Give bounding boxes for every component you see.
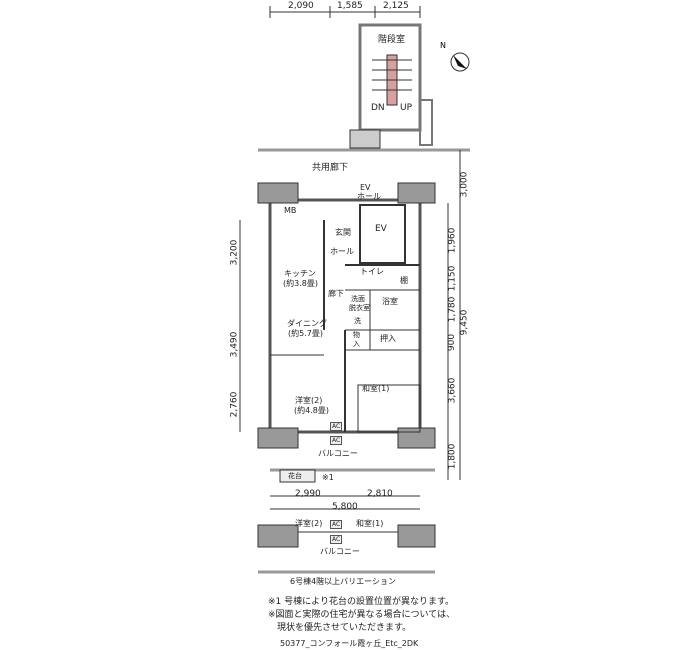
dim-left-1: 3,200 [229, 239, 240, 266]
dim-total-depth: 9,450 [459, 309, 470, 336]
dim-right-3: 1,150 [447, 265, 458, 292]
dim-bottom-1: 2,990 [295, 489, 321, 499]
dim-right-2: 1,960 [447, 227, 458, 254]
entrance-label: 玄関 [335, 228, 351, 237]
ev-label: EV [375, 224, 387, 234]
storage-label: 物 [353, 331, 360, 339]
stair-dn: DN [371, 103, 385, 113]
kitchen-label: キッチン [284, 269, 316, 278]
planter-note-mark: ※1 [322, 473, 334, 482]
ac-indoor: AC [330, 422, 343, 431]
note-1: ※1 号棟により花台の設置位置が異なります。 [268, 597, 455, 607]
footer-id: 50377_コンフォール霞ヶ丘_Etc_2DK [280, 639, 419, 648]
yoshitsu-label: 洋室(2) [295, 396, 323, 405]
dim-right-7: 1,800 [447, 443, 458, 470]
ac-outdoor: AC [330, 436, 343, 445]
dim-left-3: 2,760 [229, 391, 240, 418]
toilet-label: トイレ [360, 267, 384, 276]
svg-text:N: N [440, 41, 446, 50]
balcony-label: バルコニー [318, 449, 358, 458]
dim-right-4: 1,780 [447, 296, 458, 323]
shelf-label: 棚 [400, 276, 408, 285]
closet-label: 押入 [380, 334, 396, 343]
variation-ac-outdoor: AC [330, 535, 343, 544]
washer-label: 洗 [354, 317, 361, 325]
hall-label: ホール [330, 247, 354, 256]
note-2: ※図面と実際の住宅が異なる場合については、 [268, 610, 456, 620]
ev-hall-label-2: ホール [357, 192, 381, 201]
variation-caption: 6号棟4階以上バリエーション [290, 577, 397, 586]
variation-balcony: バルコニー [320, 547, 360, 556]
kitchen-size: (約3.8畳) [283, 279, 318, 288]
washroom-label-2: 脱衣室 [349, 304, 370, 312]
stairwell [358, 23, 422, 132]
variation-washitsu: 和室(1) [356, 519, 384, 528]
storage-label-2: 入 [353, 340, 360, 348]
washroom-label: 洗面 [351, 295, 365, 303]
dining-size: (約5.7畳) [288, 329, 323, 338]
dining-label: ダイニング [287, 319, 327, 328]
corridor-room-label: 廊下 [328, 289, 344, 298]
dim-right-5: 900 [447, 333, 458, 352]
planter-label: 花台 [288, 472, 302, 480]
dim-top-3: 2,125 [383, 1, 409, 11]
dim-total-width: 5,800 [332, 502, 358, 512]
dim-right-6: 3,660 [447, 377, 458, 404]
variation-yoshitsu: 洋室(2) [295, 519, 323, 528]
note-3: 現状を優先させていただきます。 [268, 623, 412, 633]
dim-top-1: 2,090 [288, 1, 314, 11]
mb-label: MB [284, 206, 297, 215]
bath-label: 浴室 [382, 297, 398, 306]
yoshitsu-size: (約4.8畳) [294, 406, 329, 415]
corridor-label: 共用廊下 [312, 163, 349, 173]
dim-left-2: 3,490 [229, 331, 240, 358]
dim-right-1: 3,000 [459, 171, 470, 198]
north-compass-icon: N [440, 41, 470, 72]
stair-label: 階段室 [378, 35, 406, 45]
washitsu-label: 和室(1) [362, 384, 390, 393]
variation-ac-indoor: AC [330, 520, 343, 529]
dim-top-2: 1,585 [337, 1, 363, 11]
stair-up: UP [400, 103, 413, 113]
dim-bottom-2: 2,810 [367, 489, 393, 499]
ev-hall-label: EV [360, 183, 371, 192]
